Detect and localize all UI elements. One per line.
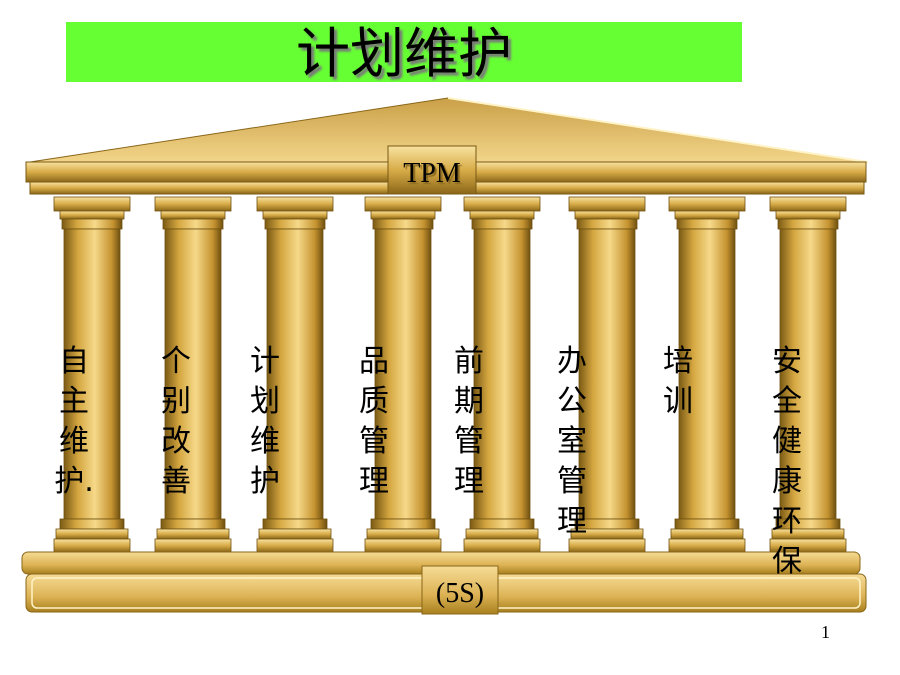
slide-title: 计划维护 bbox=[296, 22, 512, 85]
pillar-plinth bbox=[668, 538, 746, 553]
pillar-capital bbox=[364, 196, 442, 212]
pillar-capital bbox=[154, 196, 232, 212]
tpm-plaque bbox=[387, 145, 477, 195]
title-banner bbox=[66, 22, 742, 82]
pillar-shaft bbox=[473, 228, 531, 520]
pillar-label: 个别改善 bbox=[161, 344, 191, 499]
pillar bbox=[256, 196, 334, 553]
pillar-plinth bbox=[364, 538, 442, 553]
pillar-capital bbox=[53, 196, 131, 212]
pillar-capital bbox=[568, 196, 646, 212]
pillar-capital bbox=[463, 196, 541, 212]
pillar-plinth bbox=[256, 538, 334, 553]
pillar-shaft bbox=[63, 228, 121, 520]
pillar-shaft bbox=[578, 228, 636, 520]
base-plaque bbox=[421, 565, 499, 615]
foundation-label: (5S) bbox=[435, 578, 485, 609]
pillar-label: 培训 bbox=[663, 344, 693, 419]
pillar-label: 办公室管理 bbox=[557, 344, 587, 539]
pillar bbox=[769, 196, 847, 553]
pillar-plinth bbox=[53, 538, 131, 553]
pillar-capital bbox=[256, 196, 334, 212]
pillar-label: 计划维护 bbox=[250, 344, 280, 499]
pillar-shaft bbox=[678, 228, 736, 520]
pillar-label: 自主维护. bbox=[54, 344, 94, 499]
pillar bbox=[53, 196, 131, 553]
pillar bbox=[154, 196, 232, 553]
pillar-label: 前期管理 bbox=[454, 344, 484, 499]
page-number: 1 bbox=[821, 622, 830, 642]
pillar bbox=[463, 196, 541, 553]
pillar-label: 安全健康环保 bbox=[772, 344, 802, 579]
pillar-shaft bbox=[266, 228, 324, 520]
tpm-label: TPM bbox=[403, 158, 461, 189]
pillar-capital bbox=[769, 196, 847, 212]
pillar-plinth bbox=[154, 538, 232, 553]
pillar-shaft bbox=[779, 228, 837, 520]
pillar-shaft bbox=[374, 228, 432, 520]
pillar-capital bbox=[668, 196, 746, 212]
pillar-plinth bbox=[463, 538, 541, 553]
pillar bbox=[364, 196, 442, 553]
pillar bbox=[568, 196, 646, 553]
pillar-label: 品质管理 bbox=[359, 344, 389, 499]
pillar bbox=[668, 196, 746, 553]
